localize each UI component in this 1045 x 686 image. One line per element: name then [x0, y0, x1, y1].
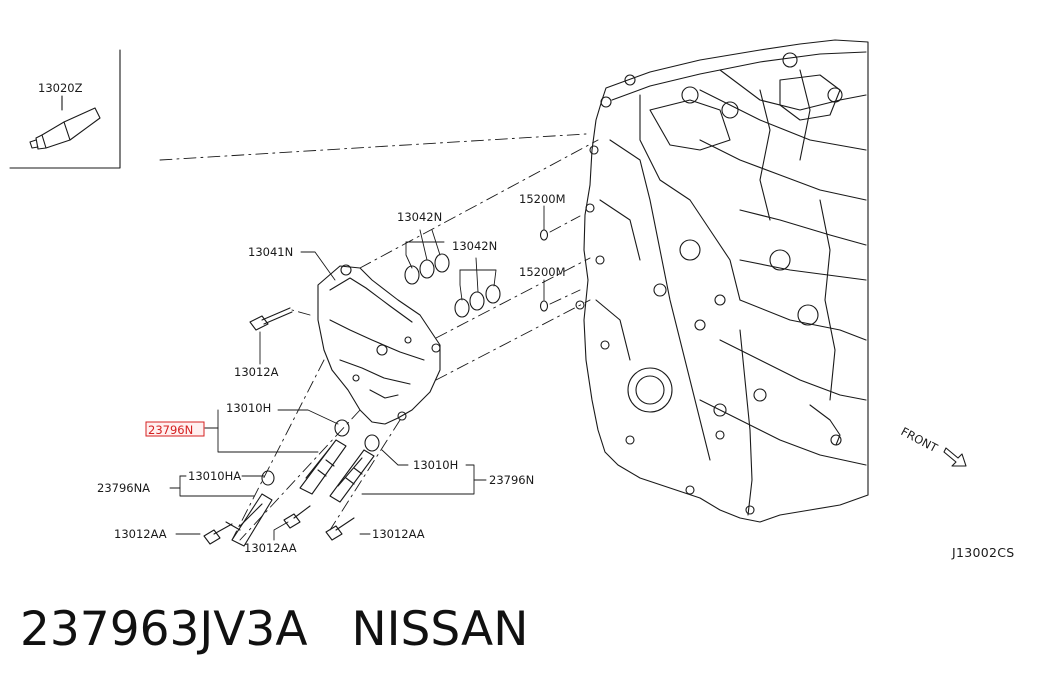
seal-rings-drawing: [404, 253, 501, 318]
solenoid-valves-drawing: [225, 439, 375, 547]
label-bolt-aa-mid: 13012AA: [244, 541, 297, 555]
label-sealant: 13020Z: [38, 81, 83, 95]
alignment-lines: [159, 133, 599, 541]
sealant-inset-box: [9, 49, 121, 169]
label-front: FRONT: [899, 424, 941, 455]
label-bolt-aa-left: 13012AA: [114, 527, 167, 541]
label-washer-upper: 15200M: [519, 192, 566, 206]
label-seal-lower: 13042N: [452, 239, 497, 253]
parts-diagram: 13020Z 13041N 13042N 13042N 15200M 15200…: [9, 39, 1015, 560]
label-oring-right: 13010H: [413, 458, 458, 472]
label-cover: 13041N: [248, 245, 293, 259]
brand-name: NISSAN: [351, 602, 529, 657]
callout-labels: 13020Z 13041N 13042N 13042N 15200M 15200…: [38, 81, 1015, 560]
highlight-box: [145, 421, 205, 437]
engine-block-drawing: [575, 39, 869, 523]
part-caption: 237963JV3A NISSAN: [20, 598, 528, 662]
label-valve-right: 23796N: [489, 473, 534, 487]
label-valve-highlighted[interactable]: 23796N: [148, 423, 193, 437]
label-seal-upper: 13042N: [397, 210, 442, 224]
label-washer-lower: 15200M: [519, 265, 566, 279]
label-cover-bolt: 13012A: [234, 365, 279, 379]
label-oring-ha: 13010HA: [188, 469, 241, 483]
cover-bolt-drawing: [249, 307, 293, 331]
label-oring-left: 13010H: [226, 401, 271, 415]
valve-bolts-drawing: [203, 505, 355, 545]
vtc-cover-drawing: [317, 264, 441, 425]
diagram-code: J13002CS: [951, 545, 1015, 560]
part-number: 237963JV3A: [20, 602, 308, 657]
front-arrow-icon: [943, 447, 967, 467]
o-rings-drawing: [261, 419, 380, 486]
label-valve-na: 23796NA: [97, 481, 150, 495]
label-bolt-aa-right: 13012AA: [372, 527, 425, 541]
leader-lines: [169, 205, 545, 541]
